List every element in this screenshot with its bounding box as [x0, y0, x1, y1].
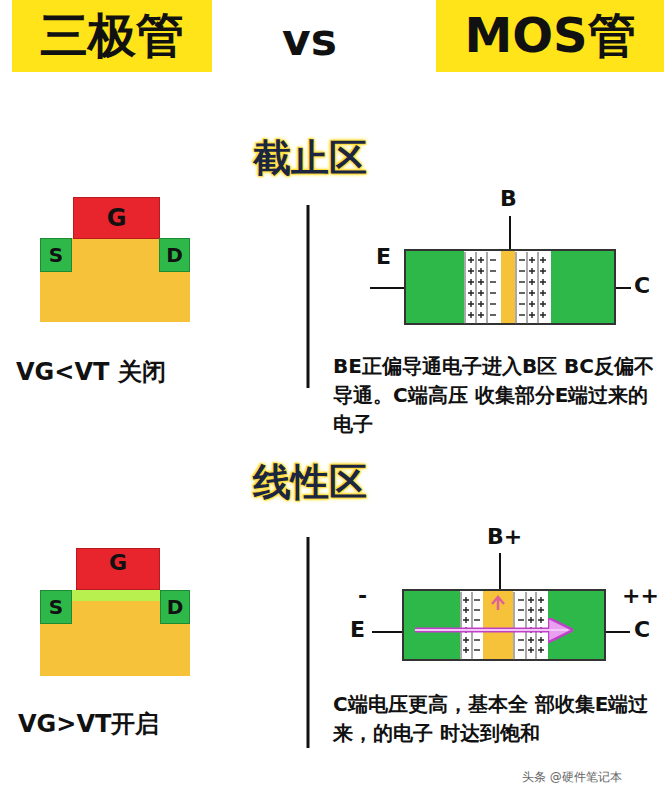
polarity-label: -	[358, 583, 367, 609]
terminal-label: B+	[487, 524, 522, 550]
terminal-label: B	[500, 186, 517, 212]
terminal-label: E	[376, 244, 391, 270]
polarity-label: ++	[622, 583, 659, 609]
lead	[370, 287, 404, 289]
lead	[372, 631, 402, 633]
drain-box: D	[160, 590, 190, 624]
substrate	[40, 590, 190, 676]
bjt-bar	[405, 250, 615, 324]
state-caption: VG<VT 关闭	[16, 358, 166, 387]
terminal-label: C	[634, 273, 650, 299]
drain-box: D	[159, 238, 190, 272]
title-block: MOS管	[436, 0, 664, 72]
channel	[72, 590, 160, 601]
divider	[307, 205, 310, 388]
node-text: 三极管	[40, 4, 184, 68]
bjt-bar	[403, 590, 605, 660]
explanation-text: C端电压更高，基本全 部收集E端过来，的电子 时达到饱和	[333, 690, 655, 748]
lead	[616, 287, 631, 289]
node-text: S	[49, 243, 63, 267]
vs-text: vs	[282, 14, 337, 67]
section-heading: 线性区	[253, 460, 367, 506]
node-text: S	[49, 595, 63, 619]
lead	[499, 553, 501, 589]
node-text: D	[166, 243, 183, 267]
explanation-text: BE正偏导通电子进入B区 BC反偏不导通。C端高压 收集部分E端过来的电子	[333, 352, 663, 439]
gate-box: G	[76, 548, 160, 590]
terminal-label: C	[634, 617, 650, 643]
substrate	[40, 238, 190, 322]
node-text: MOS管	[464, 4, 635, 68]
node-text: G	[109, 550, 127, 575]
watermark: 头条 @硬件笔记本	[522, 770, 622, 784]
node-text: D	[167, 595, 184, 619]
section-heading: 截止区	[253, 136, 367, 182]
terminal-label: E	[350, 617, 365, 643]
title-block: 三极管	[12, 0, 212, 72]
gate-box: G	[73, 197, 160, 239]
lead	[606, 631, 630, 633]
source-box: S	[40, 238, 72, 272]
divider	[307, 537, 310, 748]
state-caption: VG>VT开启	[18, 710, 159, 739]
lead	[509, 216, 511, 249]
source-box: S	[40, 590, 72, 624]
node-text: G	[107, 204, 127, 232]
